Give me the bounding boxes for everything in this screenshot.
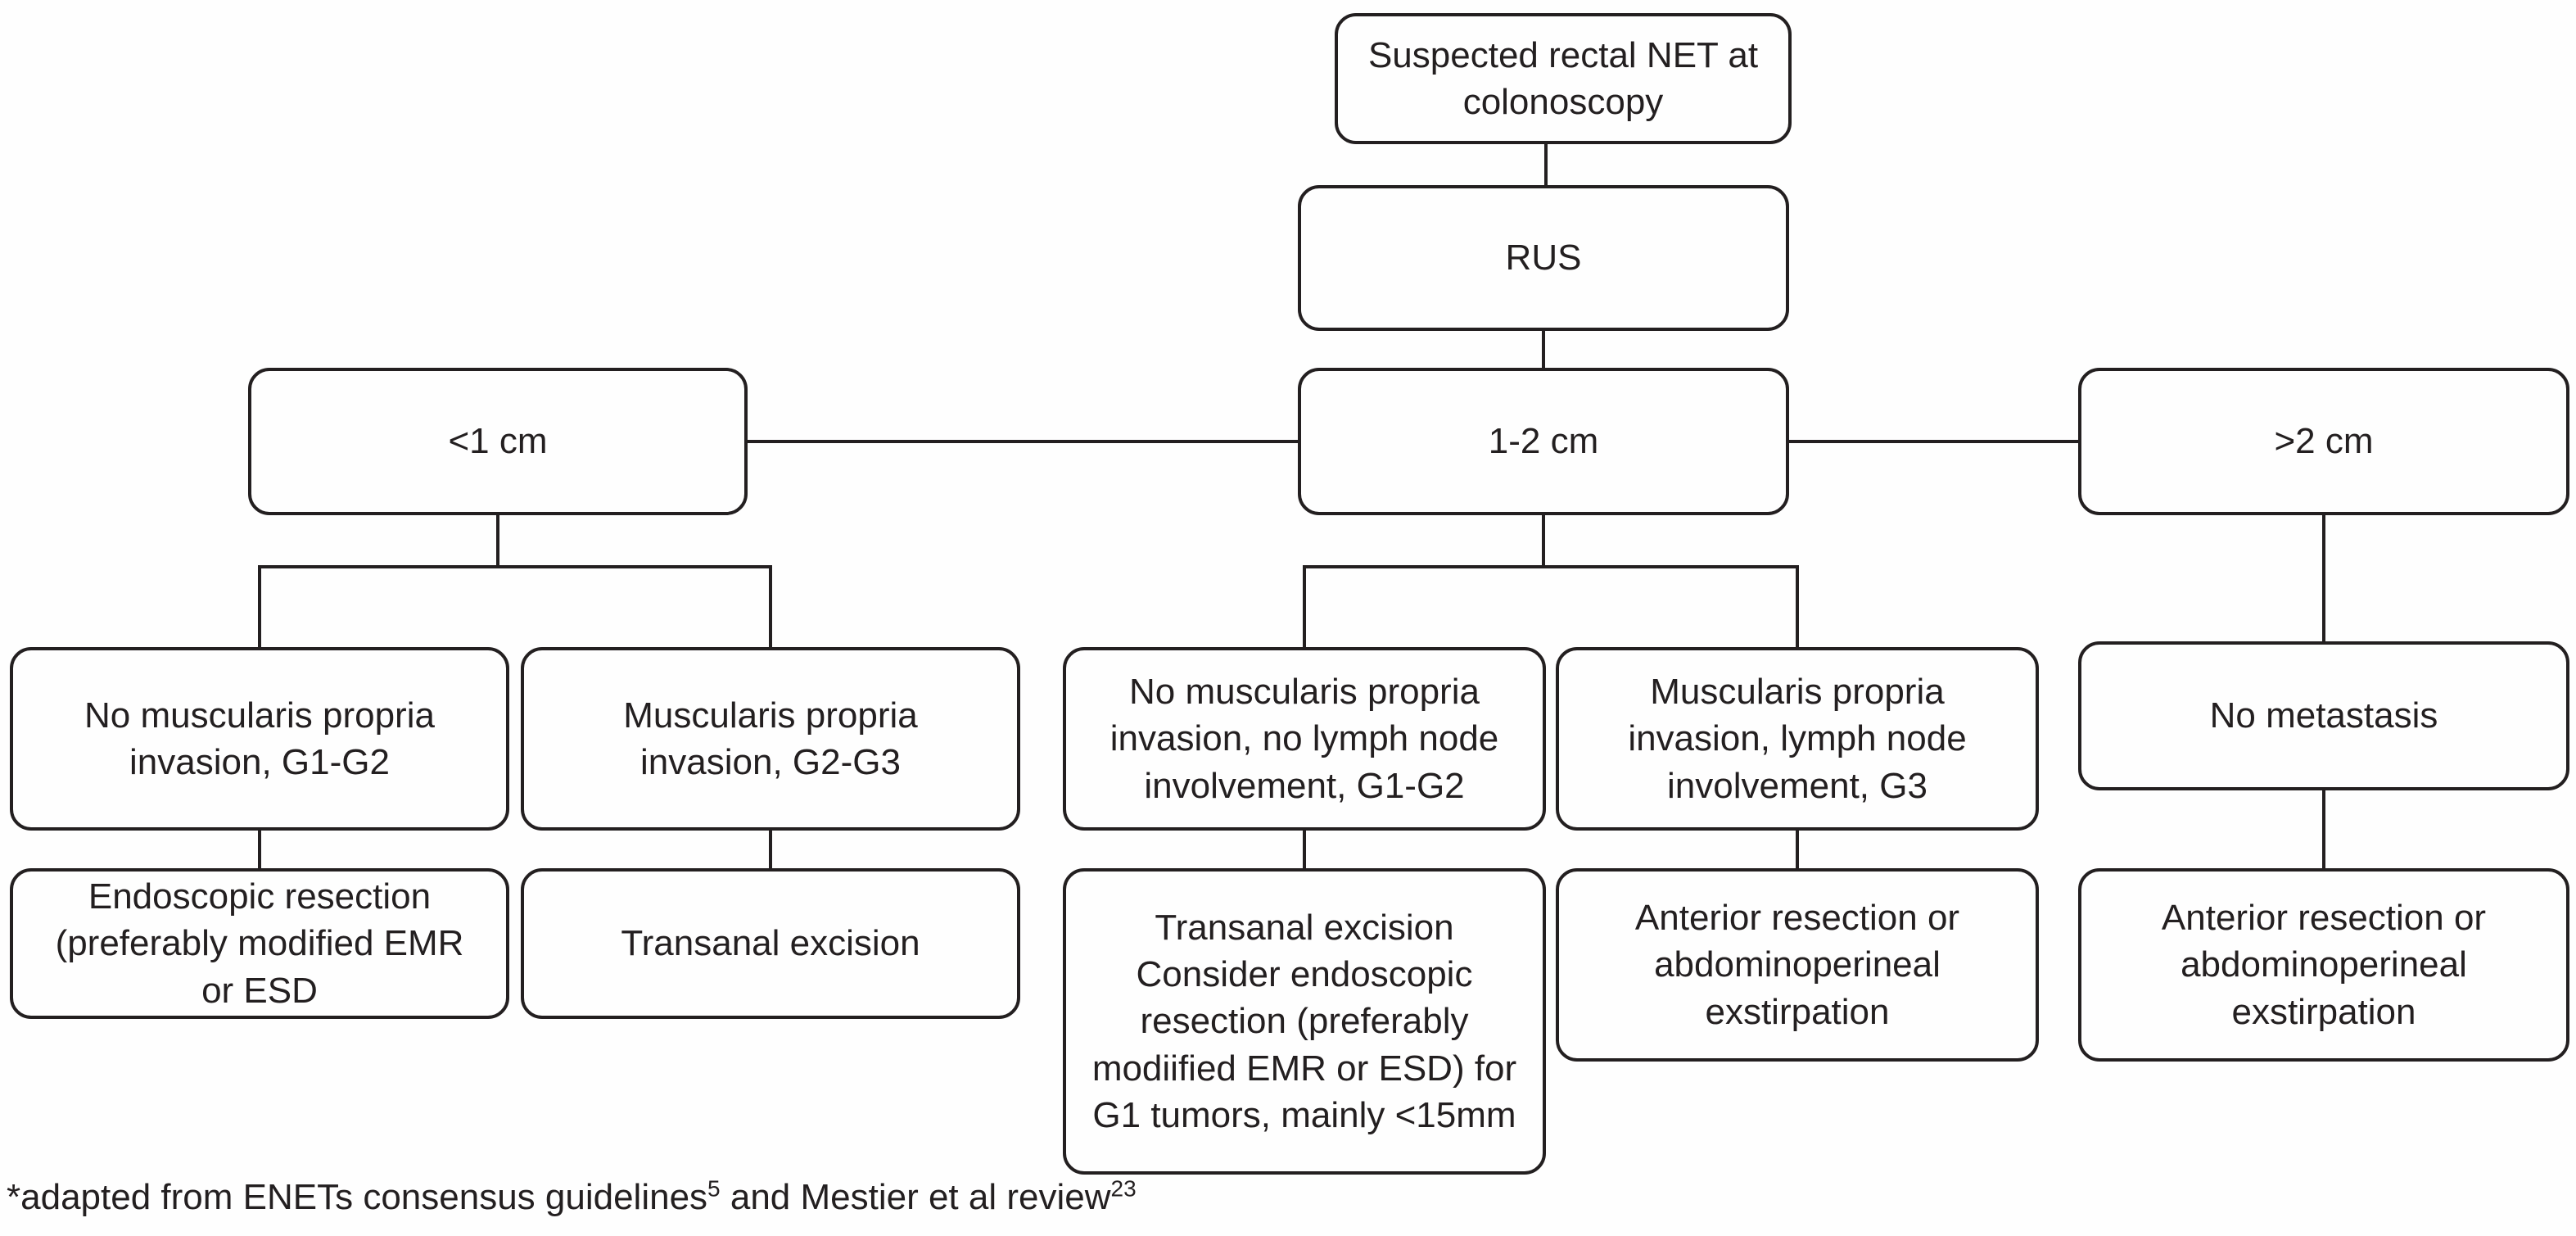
node-no-muscularis-no-lymph-g1g2: No muscularis propria invasion, no lymph… [1063, 647, 1546, 831]
node-no-muscularis-propria-g1g2: No muscularis propria invasion, G1-G2 [10, 647, 509, 831]
node-transanal-excision: Transanal excision [521, 868, 1020, 1019]
connector-l2-treatment [769, 831, 772, 868]
footnote-text-2: and Mestier et al review [720, 1177, 1111, 1217]
node-muscularis-propria-g2g3: Muscularis propria invasion, G2-G3 [521, 647, 1020, 831]
connector-1-2cm-stem [1542, 515, 1545, 568]
connector-lt1cm-1-2cm [748, 440, 1298, 443]
footnote-citation-5: 5 [707, 1175, 721, 1202]
connector-gt2cm-no-metastasis [2322, 515, 2325, 641]
node-size-gt-2cm: >2 cm [2078, 368, 2569, 515]
node-suspected-rectal-net: Suspected rectal NET at colonoscopy [1335, 13, 1792, 144]
node-anterior-resection-mid: Anterior resection or abdominoperineal e… [1556, 868, 2039, 1062]
node-no-metastasis: No metastasis [2078, 641, 2569, 790]
connector-mid-branch-bar [1303, 565, 1799, 568]
connector-m2-treatment [1796, 831, 1799, 868]
connector-mid-child2 [1796, 565, 1799, 647]
connector-l1-treatment [258, 831, 261, 868]
node-anterior-resection-right: Anterior resection or abdominoperineal e… [2078, 868, 2569, 1062]
connector-1-2cm-gt2cm [1789, 440, 2078, 443]
connector-left-child1 [258, 565, 261, 647]
footnote: *adapted from ENETs consensus guidelines… [7, 1176, 1137, 1220]
connector-rus-1-2cm [1542, 331, 1545, 368]
node-muscularis-lymph-g3: Muscularis propria invasion, lymph node … [1556, 647, 2039, 831]
node-size-1-2cm: 1-2 cm [1298, 368, 1789, 515]
connector-left-child2 [769, 565, 772, 647]
node-endoscopic-resection: Endoscopic resection (preferably modifie… [10, 868, 509, 1019]
footnote-citation-23: 23 [1110, 1175, 1137, 1202]
connector-mid-child1 [1303, 565, 1306, 647]
connector-m1-treatment [1303, 831, 1306, 868]
connector-lt1cm-stem [496, 515, 499, 568]
connector-root-rus [1544, 144, 1548, 185]
connector-no-metastasis-treatment [2322, 790, 2325, 868]
node-rus: RUS [1298, 185, 1789, 331]
connector-left-branch-bar [258, 565, 772, 568]
node-size-lt-1cm: <1 cm [248, 368, 748, 515]
footnote-text-1: *adapted from ENETs consensus guidelines [7, 1177, 708, 1217]
node-transanal-consider-endoscopic: Transanal excision Consider endoscopic r… [1063, 868, 1546, 1175]
